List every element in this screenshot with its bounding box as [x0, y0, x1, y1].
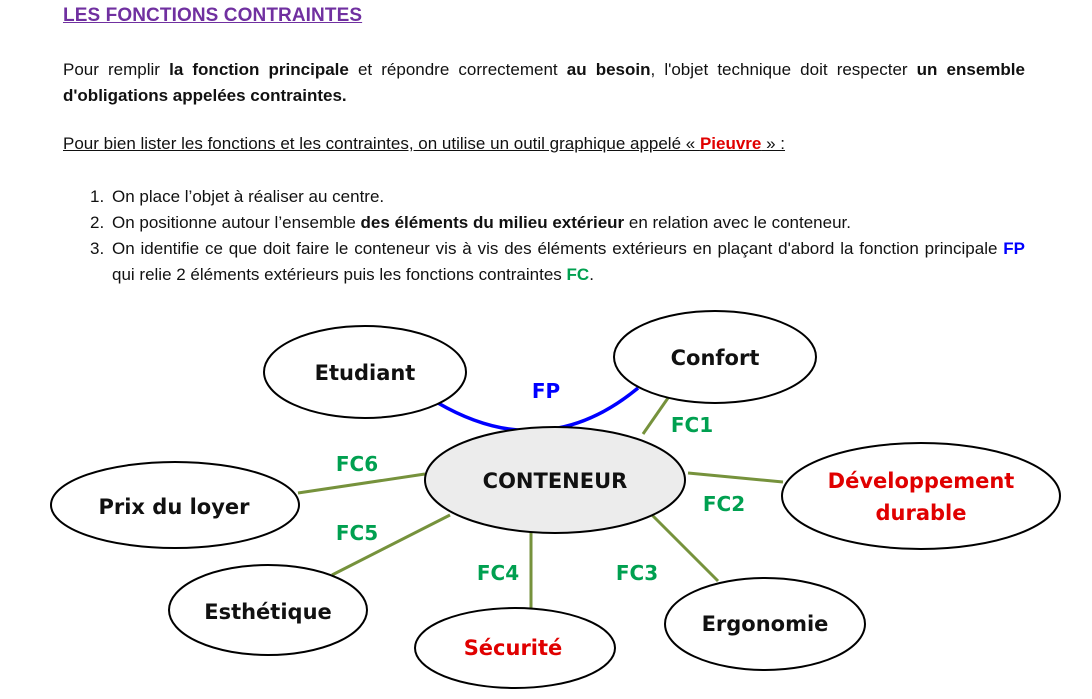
- intro-text-3: , l'objet technique doit respecter: [650, 60, 917, 79]
- link-fc5: [331, 513, 451, 577]
- steps-list: 1. On place l’objet à réaliser au centre.…: [63, 184, 1025, 288]
- step-text-3-before: On identifie ce que doit faire le conten…: [112, 239, 1004, 258]
- ellipse-etudiant: [263, 325, 467, 419]
- ellipse-confort: [613, 310, 817, 404]
- label-fc1: FC1: [671, 413, 713, 437]
- label-etudiant: Etudiant: [315, 361, 416, 385]
- subtitle-text-after: » :: [761, 134, 786, 153]
- label-conteneur: CONTENEUR: [483, 469, 628, 493]
- label-fc4: FC4: [477, 561, 519, 585]
- label-fp: FP: [532, 379, 560, 403]
- ellipse-prix-du-loyer: [50, 461, 300, 549]
- intro-bold-main-function: la fonction principale: [169, 60, 349, 79]
- step-text-3-middle: qui relie 2 éléments extérieurs puis les…: [112, 265, 567, 284]
- step-text-2-after: en relation avec le conteneur.: [624, 213, 851, 232]
- step-item-3: 3. On identifie ce que doit faire le cont…: [63, 236, 1025, 288]
- label-fc6: FC6: [336, 452, 378, 476]
- intro-text-2: et répondre correctement: [348, 60, 567, 79]
- label-developpement-line2: durable: [876, 501, 967, 525]
- subtitle-text-before: Pour bien lister les fonctions et les co…: [63, 134, 700, 153]
- ellipse-conteneur: [424, 426, 686, 534]
- intro-text-1: Pour remplir: [63, 60, 170, 79]
- intro-bold-need: au besoin: [566, 60, 651, 79]
- label-ergonomie: Ergonomie: [702, 612, 829, 636]
- link-fc2: [687, 471, 784, 484]
- step-text-3-after: .: [589, 265, 594, 284]
- label-securite: Sécurité: [464, 636, 563, 660]
- label-fc5: FC5: [336, 521, 378, 545]
- step-item-1: 1. On place l’objet à réaliser au centre.: [63, 184, 1025, 210]
- link-fc3: [648, 511, 720, 583]
- label-prix-du-loyer: Prix du loyer: [98, 495, 250, 519]
- label-fc2: FC2: [703, 492, 745, 516]
- intro-bold-constraints: un ensemble d'obligations appelées contr…: [63, 60, 1025, 105]
- label-developpement-line1: Développement: [828, 469, 1015, 493]
- subtitle-pieuvre: Pieuvre: [699, 134, 762, 153]
- page-title: LES FONCTIONS CONTRAINTES: [63, 5, 363, 26]
- step-number-2: 2.: [90, 213, 105, 232]
- ellipse-esthetique: [168, 564, 368, 656]
- step-text-1: On place l’objet à réaliser au centre.: [112, 187, 385, 206]
- step-number-3: 3.: [90, 239, 105, 258]
- step-text-3-fc: FC: [566, 265, 590, 284]
- label-confort: Confort: [671, 346, 760, 370]
- intro-paragraph: Pour remplir la fonction principale et r…: [63, 57, 1025, 109]
- ellipse-developpement-durable: [781, 442, 1061, 550]
- step-text-3-fp: FP: [1003, 239, 1025, 258]
- ellipse-ergonomie: [664, 577, 866, 671]
- step-number-1: 1.: [90, 187, 105, 206]
- label-fc3: FC3: [616, 561, 658, 585]
- link-fc6: [297, 472, 426, 495]
- step-text-2-bold: des éléments du milieu extérieur: [360, 213, 625, 232]
- method-subtitle: Pour bien lister les fonctions et les co…: [63, 133, 785, 155]
- step-item-2: 2. On positionne autour l’ensemble des él…: [63, 210, 1025, 236]
- label-esthetique: Esthétique: [204, 600, 332, 624]
- ellipse-securite: [414, 607, 616, 689]
- link-fc1: [641, 397, 670, 435]
- step-text-2-before: On positionne autour l’ensemble: [112, 213, 361, 232]
